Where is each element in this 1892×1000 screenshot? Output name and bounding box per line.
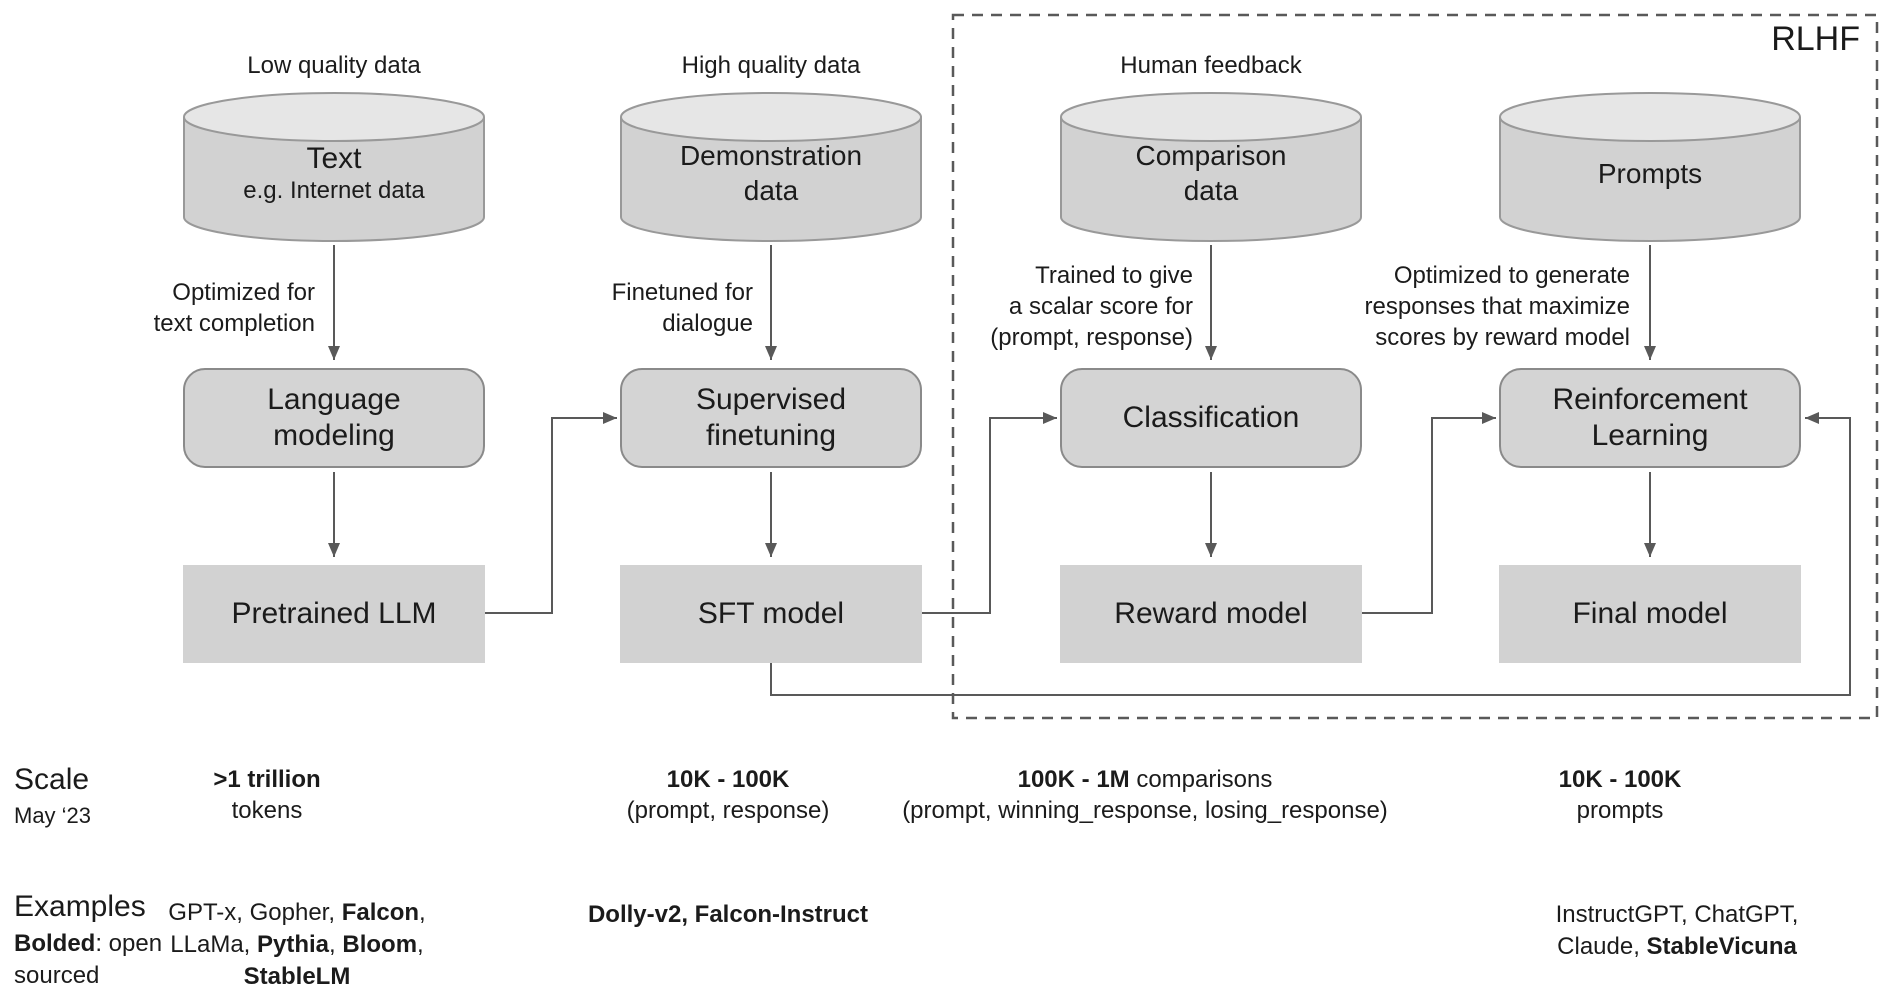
cylinder-icon [620,92,922,242]
datastore-title: Text [306,141,362,175]
examples-line: Claude, StableVicuna [1557,933,1797,960]
scale-unit: (prompt, response) [626,797,830,824]
process-box-language-modeling: Language modeling [183,368,485,468]
examples-line: Dolly-v2, Falcon-Instruct [587,901,869,928]
examples-legend-line1: Bolded: open [14,930,163,957]
connector-reward-model-to-reinforcement-learning [1362,412,1496,614]
examples-line: GPT-x, Gopher, Falcon, [168,899,426,926]
datastore-demonstration-data: Demonstration data [618,90,924,244]
examples-pretraining: GPT-x, Gopher, Falcon, LLaMa, Pythia, Bl… [0,897,627,993]
scale-unit: prompts [1576,797,1664,824]
note-trained-to-give-scalar-score: Trained to give a scalar score for (prom… [990,262,1193,351]
scale-unit: tokens [231,797,303,824]
cylinder-icon [1060,92,1362,242]
examples-rlhf: InstructGPT, ChatGPT, Claude, StableVicu… [1347,899,1892,963]
scale-entry-pretraining: >1 trillion tokens [0,764,597,826]
connector-sft-model-to-reinforcement-learning-feedback [770,412,1851,696]
scale-entry-rl: 10K - 100K prompts [1290,764,1892,826]
examples-sft: Dolly-v2, Falcon-Instruct [398,899,1058,931]
scale-entry-sft: 10K - 100K (prompt, response) [398,764,1058,826]
scale-amount: 100K - 1M comparisons [1017,766,1273,793]
examples-line: StableLM [243,963,351,990]
scale-date: May ‘23 [14,803,92,828]
process-box-reinforcement-learning: Reinforcement Learning [1499,368,1801,468]
process-box-supervised-finetuning: Supervised finetuning [620,368,922,468]
cylinder-icon [183,92,485,242]
examples-line: InstructGPT, ChatGPT, [1555,901,1799,928]
model-box-final-model: Final model [1499,565,1801,663]
datastore-title: Comparison data [1135,140,1287,206]
scale-amount: 10K - 100K [666,766,790,793]
datastore-subtitle: e.g. Internet data [243,176,425,204]
scale-amount: 10K - 100K [1558,766,1682,793]
scale-amount: >1 trillion [213,766,321,793]
note-optimized-for-text-completion: Optimized for text completion [153,279,315,337]
quality-label-high: High quality data [681,52,861,79]
rlhf-dashed-border [951,13,1879,720]
note-optimized-to-maximize-scores: Optimized to generate responses that max… [1364,262,1630,351]
scale-unit: (prompt, winning_response, losing_respon… [902,797,1388,824]
model-box-reward-model: Reward model [1060,565,1362,663]
model-box-pretrained-llm: Pretrained LLM [183,565,485,663]
quality-label-low: Low quality data [247,52,421,79]
datastore-prompts: Prompts [1497,90,1803,244]
cylinder-icon [1499,92,1801,242]
rlhf-group-label: RLHF [1771,20,1860,58]
examples-title: Examples [14,890,146,923]
model-box-sft-model: SFT model [620,565,922,663]
note-finetuned-for-dialogue: Finetuned for dialogue [611,279,753,337]
datastore-text: Text e.g. Internet data [181,90,487,244]
datastore-title: Demonstration data [679,140,863,206]
connector-pretrained-llm-to-supervised-finetuning [485,412,617,614]
quality-label-human-feedback: Human feedback [1120,52,1302,79]
scale-entry-reward: 100K - 1M comparisons (prompt, winning_r… [815,764,1475,826]
examples-line: LLaMa, Pythia, Bloom, [170,931,424,958]
process-box-classification: Classification [1060,368,1362,468]
datastore-title: Prompts [1597,157,1703,189]
examples-legend: Bolded: open sourced [14,928,214,992]
examples-legend-line2: sourced [14,962,100,989]
connector-sft-model-to-classification [922,412,1057,614]
datastore-comparison-data: Comparison data [1058,90,1364,244]
scale-title: Scale [14,763,90,796]
